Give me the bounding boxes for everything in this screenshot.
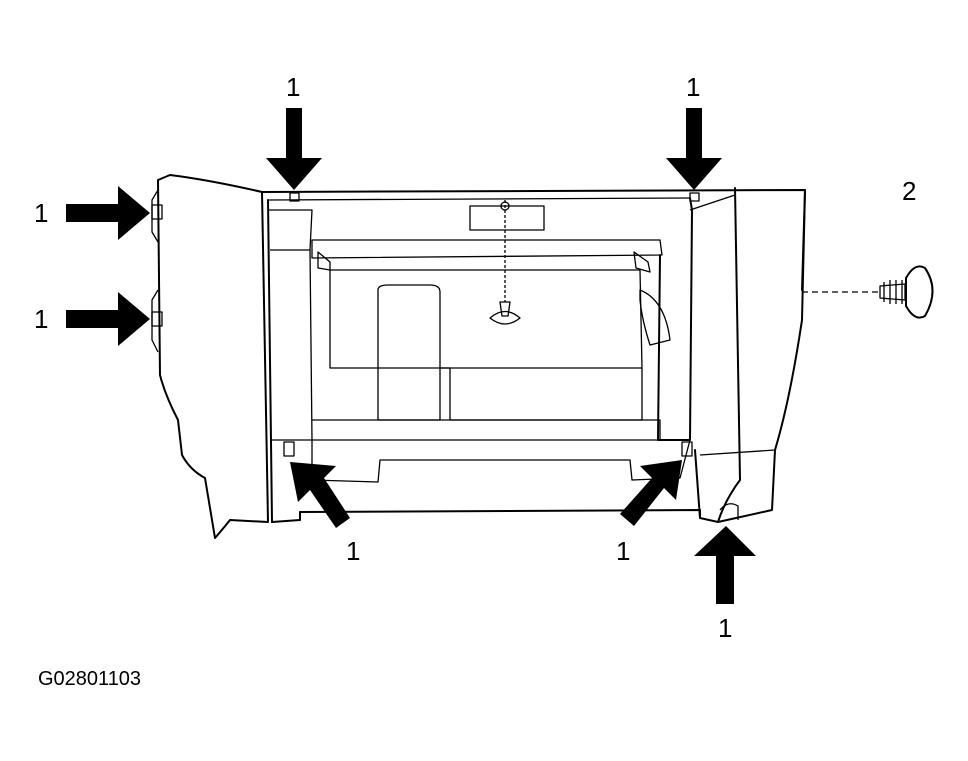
arrow-right-left-lower	[66, 292, 150, 346]
arrow-up-left-bottom-left	[290, 462, 350, 528]
callout-bottom-right: 1	[718, 613, 732, 643]
glovebox-housing	[151, 174, 806, 539]
arrow-right-left-upper	[66, 186, 150, 240]
arrow-up-bottom-right	[694, 526, 756, 604]
callout-top-left: 1	[286, 72, 300, 102]
arrow-up-right-bottom-mid	[620, 460, 682, 526]
push-pin-fastener	[802, 265, 934, 319]
arrows	[66, 108, 756, 604]
arrow-down-top-left	[266, 108, 322, 190]
figure-code: G02801103	[38, 668, 141, 690]
callout-bottom-left: 1	[346, 536, 360, 566]
callout-fastener: 2	[902, 176, 916, 206]
callout-left-upper: 1	[34, 198, 48, 228]
callout-left-lower: 1	[34, 304, 48, 334]
callout-top-right: 1	[686, 72, 700, 102]
callout-bottom-mid: 1	[616, 536, 630, 566]
arrow-down-top-right	[666, 108, 722, 190]
